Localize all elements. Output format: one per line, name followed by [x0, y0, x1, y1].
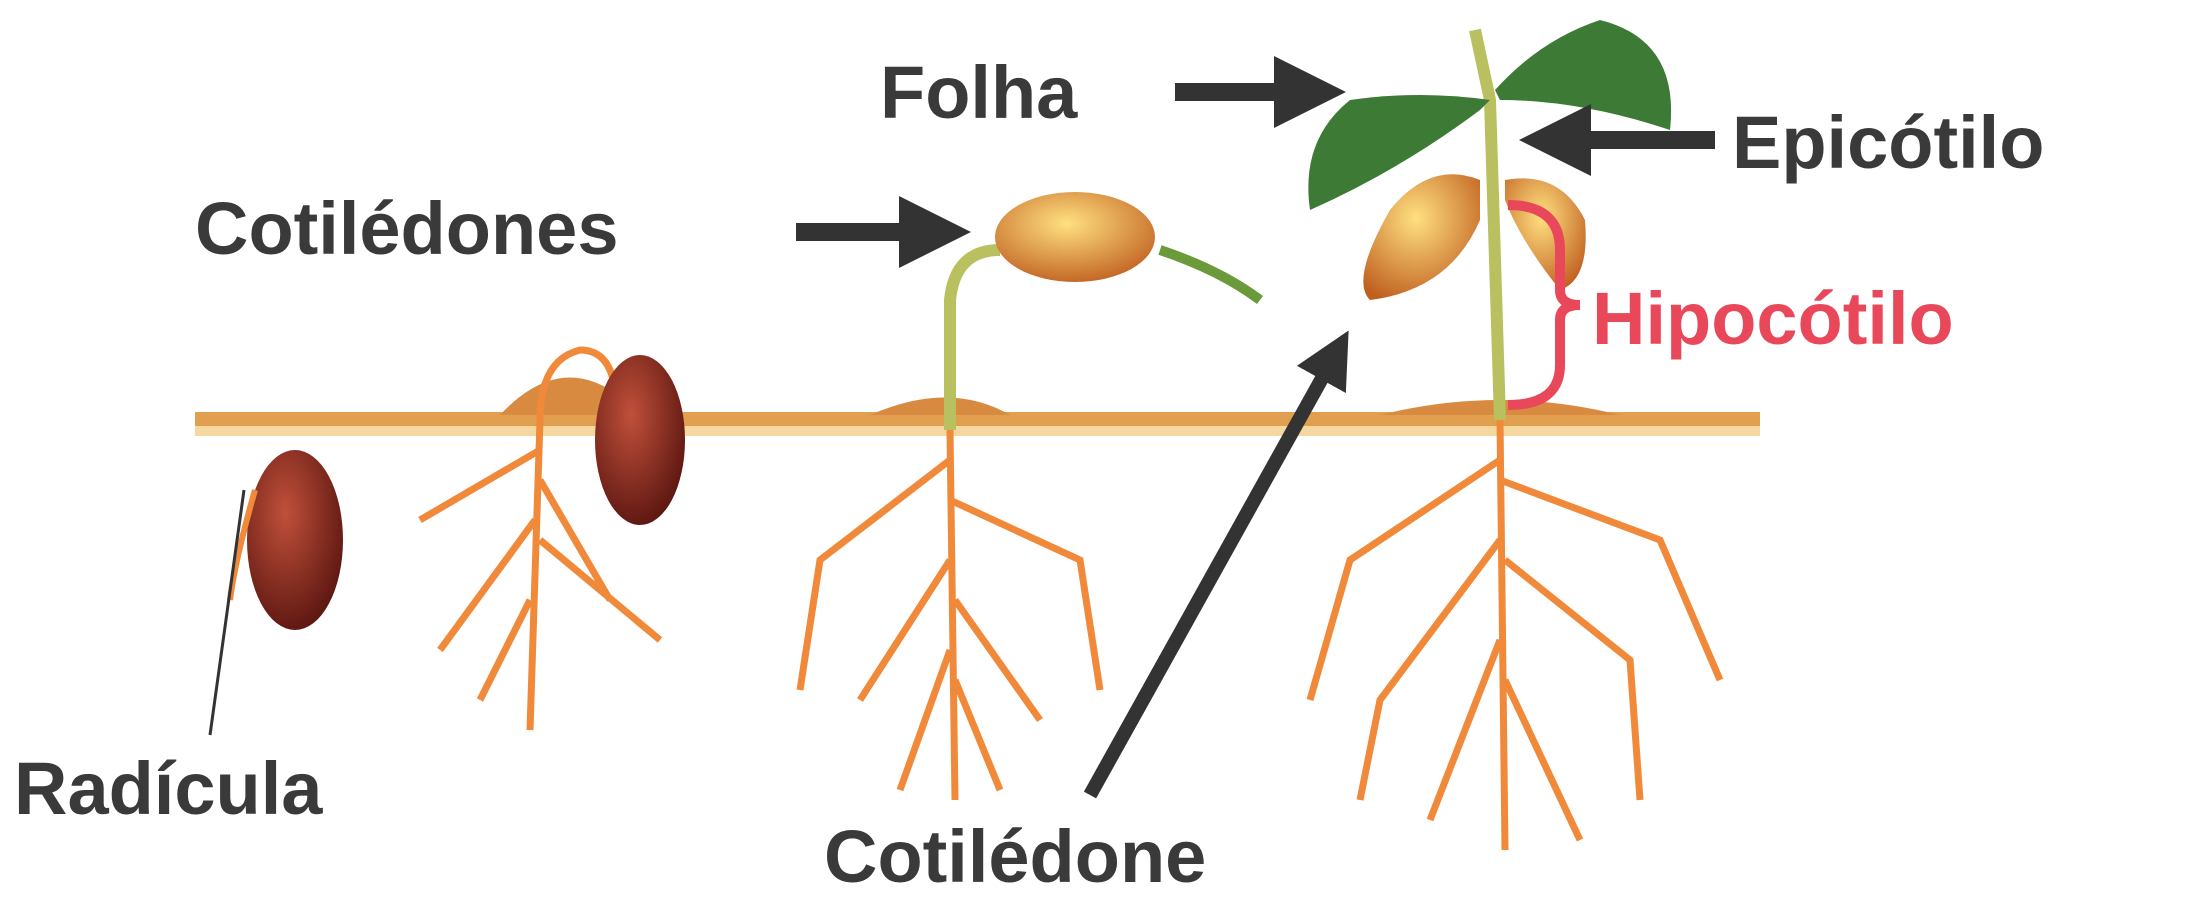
hipocotilo-bracket [1507, 200, 1581, 410]
pointer-radicula [208, 489, 246, 736]
label-hipocotilo: Hipocótilo [1592, 277, 1954, 360]
seedling-stage-2 [418, 346, 685, 731]
seedling-stage-3 [796, 192, 1263, 801]
label-cotiledone: Cotilédone [824, 815, 1207, 898]
label-cotiledones: Cotilédones [195, 187, 619, 270]
label-epicotilo: Epicótilo [1732, 101, 2045, 184]
label-radicula: Radícula [14, 747, 323, 830]
label-folha: Folha [880, 51, 1078, 134]
arrow-cotiledone [1083, 330, 1349, 799]
seed-stage-1 [227, 450, 343, 630]
